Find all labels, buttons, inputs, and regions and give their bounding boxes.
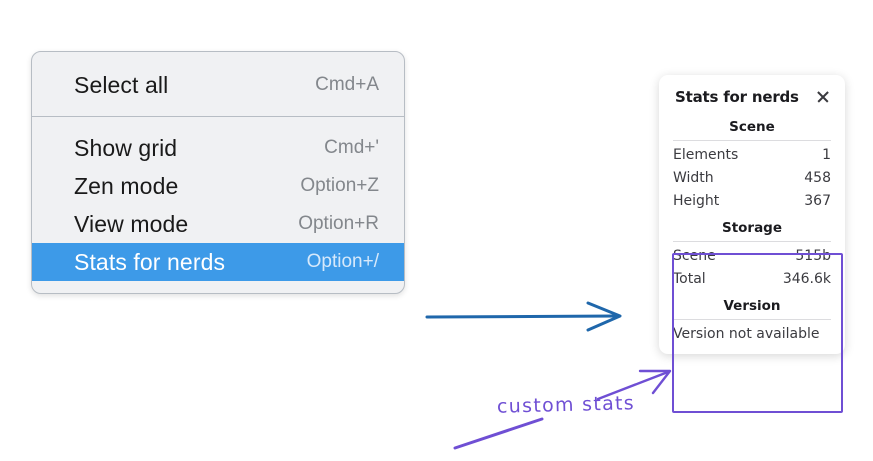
stat-row-height: Height 367 bbox=[673, 189, 831, 212]
stat-row-width: Width 458 bbox=[673, 166, 831, 189]
section-title-storage: Storage bbox=[721, 220, 783, 236]
stat-key: Height bbox=[673, 192, 720, 209]
stat-row-elements: Elements 1 bbox=[673, 143, 831, 166]
version-note: Version not available bbox=[673, 326, 820, 342]
stat-value: 515b bbox=[795, 247, 831, 264]
stat-row-storage-total: Total 346.6k bbox=[673, 267, 831, 290]
stat-value: 1 bbox=[822, 146, 831, 163]
menu-item-shortcut: Option+R bbox=[298, 213, 379, 234]
menu-item-shortcut: Cmd+' bbox=[324, 137, 379, 158]
stats-panel-title: Stats for nerds bbox=[675, 88, 799, 106]
menu-item-view-mode[interactable]: View mode Option+R bbox=[32, 205, 404, 243]
stat-key: Width bbox=[673, 169, 714, 186]
menu-item-shortcut: Option+/ bbox=[306, 251, 379, 272]
section-title-scene: Scene bbox=[729, 119, 775, 135]
stat-value: 346.6k bbox=[782, 270, 831, 287]
menu-item-stats-for-nerds[interactable]: Stats for nerds Option+/ bbox=[32, 243, 404, 281]
stat-key: Scene bbox=[673, 247, 716, 264]
section-rule bbox=[673, 140, 831, 141]
section-title-version: Version bbox=[723, 298, 781, 314]
stats-panel-body: Scene Elements 1 Width 458 Height 367 St… bbox=[659, 111, 845, 344]
menu-item-label: View mode bbox=[74, 210, 189, 237]
context-menu: Select all Cmd+A Show grid Cmd+' Zen mod… bbox=[31, 51, 405, 294]
menu-item-zen-mode[interactable]: Zen mode Option+Z bbox=[32, 167, 404, 205]
handwritten-annotation-label: custom stats bbox=[496, 392, 636, 418]
menu-group-2: Show grid Cmd+' Zen mode Option+Z View m… bbox=[32, 117, 404, 293]
menu-item-shortcut: Option+Z bbox=[300, 175, 379, 196]
section-rule bbox=[673, 319, 831, 320]
menu-divider bbox=[32, 116, 404, 117]
stat-row-storage-scene: Scene 515b bbox=[673, 244, 831, 267]
menu-item-shortcut: Cmd+A bbox=[315, 74, 379, 95]
menu-item-label: Show grid bbox=[74, 134, 178, 161]
stat-key: Total bbox=[673, 270, 706, 287]
purple-underline-stroke bbox=[453, 417, 544, 450]
stat-value: 367 bbox=[804, 192, 831, 209]
menu-item-label: Zen mode bbox=[74, 172, 179, 199]
menu-group-1: Select all Cmd+A bbox=[32, 52, 404, 116]
close-icon[interactable] bbox=[815, 89, 831, 105]
menu-item-show-grid[interactable]: Show grid Cmd+' bbox=[32, 129, 404, 167]
stat-value: 458 bbox=[804, 169, 831, 186]
menu-item-label: Select all bbox=[74, 71, 169, 98]
blue-arrow bbox=[425, 301, 622, 332]
menu-item-label: Stats for nerds bbox=[74, 248, 226, 275]
stats-panel-header: Stats for nerds bbox=[659, 75, 845, 111]
menu-item-select-all[interactable]: Select all Cmd+A bbox=[32, 66, 404, 104]
stat-key: Elements bbox=[673, 146, 739, 163]
stats-for-nerds-panel: Stats for nerds Scene Elements 1 Width 4… bbox=[659, 75, 845, 354]
section-rule bbox=[673, 241, 831, 242]
